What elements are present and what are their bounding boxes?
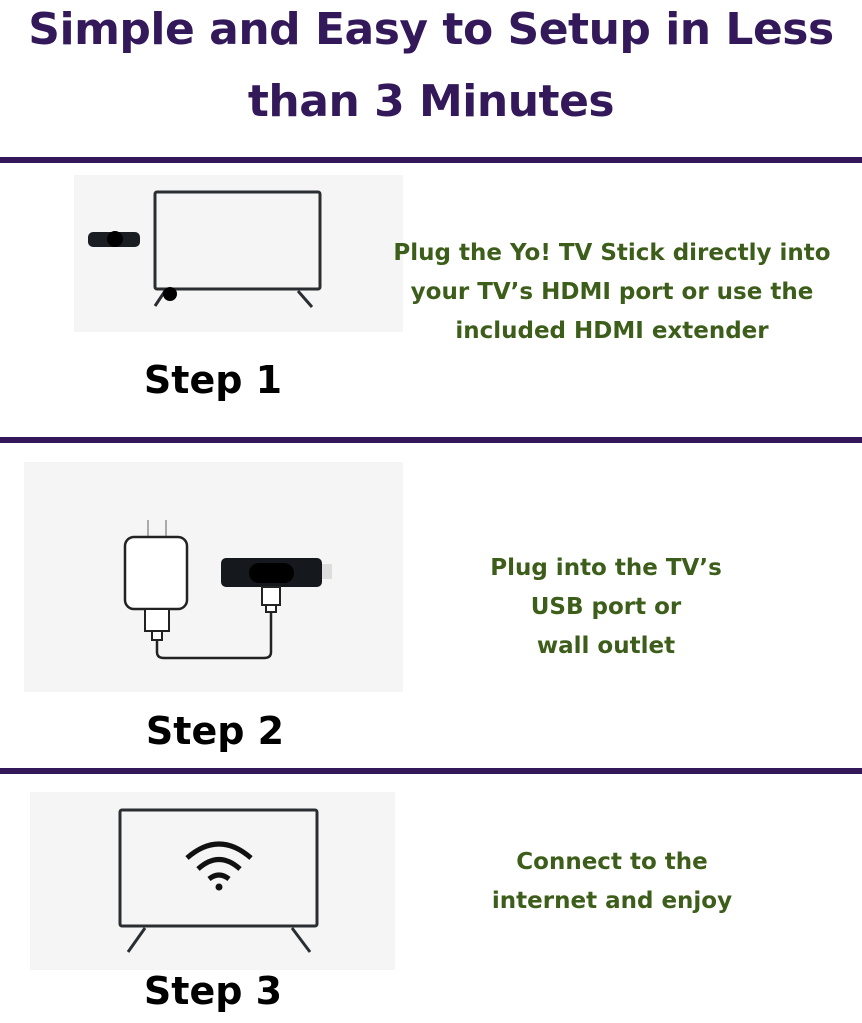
description-line: your TV’s HDMI port or use the (410, 279, 814, 305)
divider (0, 768, 862, 774)
step-3-description: Connect to the internet and enjoy (412, 843, 812, 921)
title-line-1: Simple and Easy to Setup in Less (28, 4, 834, 55)
step-1-description: Plug the Yo! TV Stick directly into your… (362, 234, 862, 351)
tv-with-hdmi-stick-icon (74, 175, 403, 332)
description-line: Plug into the TV’s (490, 555, 722, 581)
description-line: USB port or (530, 594, 682, 620)
description-line: internet and enjoy (491, 888, 733, 914)
step-1-label: Step 1 (143, 358, 283, 402)
title-line-2: than 3 Minutes (247, 76, 615, 127)
page-title: Simple and Easy to Setup in Less than 3 … (0, 0, 862, 138)
divider (0, 437, 862, 443)
divider (0, 157, 862, 163)
tv-wifi-icon (30, 792, 395, 970)
description-line: included HDMI extender (455, 318, 769, 344)
power-adapter-and-stick-icon (24, 462, 403, 692)
description-line: Connect to the (516, 849, 708, 875)
description-line: wall outlet (536, 633, 676, 659)
step-3-label: Step 3 (143, 969, 283, 1013)
step-2-label: Step 2 (145, 709, 285, 753)
step-2-description: Plug into the TV’s USB port or wall outl… (406, 549, 806, 666)
description-line: Plug the Yo! TV Stick directly into (393, 240, 831, 266)
